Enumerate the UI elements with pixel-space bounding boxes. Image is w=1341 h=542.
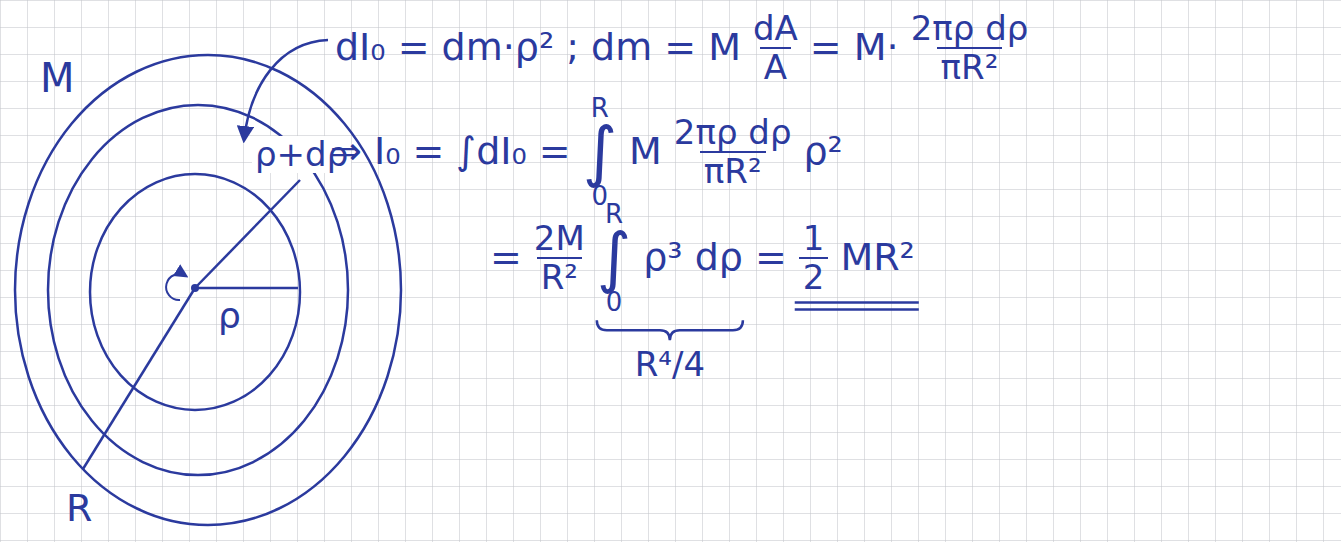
radius-label: R [66, 488, 92, 530]
fraction-denominator: A [760, 47, 791, 86]
equation-term: M [629, 131, 662, 173]
equation-term: 12 [799, 220, 829, 297]
integral-sign: ∫ [583, 122, 617, 181]
equation-text: = [755, 237, 787, 279]
integral-limit: R [591, 94, 609, 123]
fraction-denominator: 2 [799, 257, 829, 296]
double-underline [795, 308, 919, 311]
equation-term: = M· [810, 27, 899, 69]
equation-text: M [629, 131, 662, 173]
fraction-numerator: 2πρ dρ [674, 114, 792, 151]
rho-drho-line [195, 180, 300, 288]
fraction-numerator: 2M [534, 220, 585, 257]
equation-term: R∫0 [583, 94, 617, 211]
equation-text: ⇒ I₀ = ∫dI₀ = [330, 131, 571, 173]
equation-term: = [490, 237, 522, 279]
center-point [191, 284, 199, 292]
equation-text: MR² [840, 237, 914, 279]
equation-term: = [755, 237, 787, 279]
equation-term: R∫0 [597, 200, 631, 317]
fraction-numerator: 1 [803, 220, 825, 257]
equation-term: 2πρ dρπR² [911, 10, 1029, 87]
equation-term: dAA [753, 10, 798, 87]
leader-arrow [244, 40, 328, 140]
equation-term: MR² [840, 237, 914, 279]
fraction-numerator: dA [753, 10, 798, 47]
radius-label: ρ [218, 296, 241, 336]
outer-disc-circle [15, 55, 401, 525]
equation-term: ρ² [803, 131, 842, 173]
integral-sign: ∫ [597, 228, 631, 287]
equation-term: dI₀ = dm·ρ² ; dm = M [335, 27, 741, 69]
equation-text: = [490, 237, 522, 279]
equation-term: 2MR² [534, 220, 585, 297]
rotation-arrow [166, 274, 186, 300]
equation-text: ρ² [803, 131, 842, 173]
fraction-denominator: R² [537, 257, 582, 296]
equation-marks [597, 302, 919, 340]
integral-limit: 0 [606, 288, 623, 317]
equation-text: ρ³ dρ [643, 237, 743, 279]
equation-row: ⇒ I₀ = ∫dI₀ = R∫0 M 2πρ dρπR² ρ² [330, 94, 843, 211]
equation-text: dI₀ = dm·ρ² ; dm = M [335, 27, 741, 69]
radius-line [83, 288, 195, 469]
fraction-numerator: 2πρ dρ [911, 10, 1029, 47]
fraction-denominator: πR² [937, 47, 1003, 86]
equation-term: ⇒ I₀ = ∫dI₀ = [330, 131, 571, 173]
mass-label: M [40, 56, 75, 100]
equation-row: =2MR²R∫0ρ³ dρ=12MR² [490, 200, 915, 317]
equation-row: dI₀ = dm·ρ² ; dm = M dAA = M· 2πρ dρπR² [335, 10, 1028, 87]
brace-result: R⁴/4 [635, 346, 705, 383]
fraction-denominator: πR² [700, 151, 766, 190]
ring-inner-circle [90, 174, 300, 410]
double-underline [795, 301, 919, 304]
equation-term: ρ³ dρ [643, 237, 743, 279]
underbrace [597, 320, 743, 340]
equation-term: 2πρ dρπR² [674, 114, 792, 191]
equation-text: = M· [810, 27, 899, 69]
integral-limit: R [605, 200, 623, 229]
rho-line [195, 287, 298, 290]
